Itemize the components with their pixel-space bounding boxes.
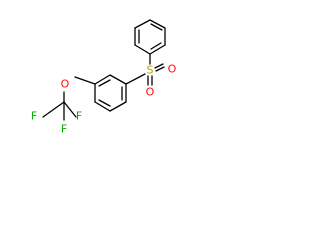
bond — [134, 19, 151, 29]
bond — [150, 23, 163, 31]
bond — [149, 44, 166, 55]
bond — [155, 66, 165, 72]
bond — [154, 63, 164, 69]
bond — [109, 101, 127, 112]
atom-labels: O F F F S O O — [31, 63, 177, 136]
atom-label-ether-oxygen: O — [61, 78, 70, 91]
bond — [74, 76, 96, 85]
molecule-structure: O F F F S O O — [31, 19, 177, 136]
atom-label-fluorine-left: F — [31, 110, 37, 123]
bond — [94, 101, 111, 112]
bond — [42, 101, 65, 118]
bond — [98, 99, 111, 107]
atom-label-sulfur: S — [147, 64, 154, 77]
bond — [125, 73, 146, 85]
bond — [63, 101, 77, 118]
bonds — [42, 19, 166, 121]
bond — [109, 74, 127, 85]
atom-label-fluorine-right: F — [76, 110, 82, 123]
atom-label-sulfonyl-oxygen-bottom: O — [146, 86, 155, 99]
bond — [94, 74, 111, 85]
bond — [150, 42, 162, 50]
bond — [98, 79, 111, 87]
atom-label-sulfonyl-oxygen-right: O — [168, 63, 177, 76]
bond — [149, 19, 166, 29]
bond — [134, 44, 151, 55]
atom-label-fluorine-bottom: F — [61, 123, 67, 136]
